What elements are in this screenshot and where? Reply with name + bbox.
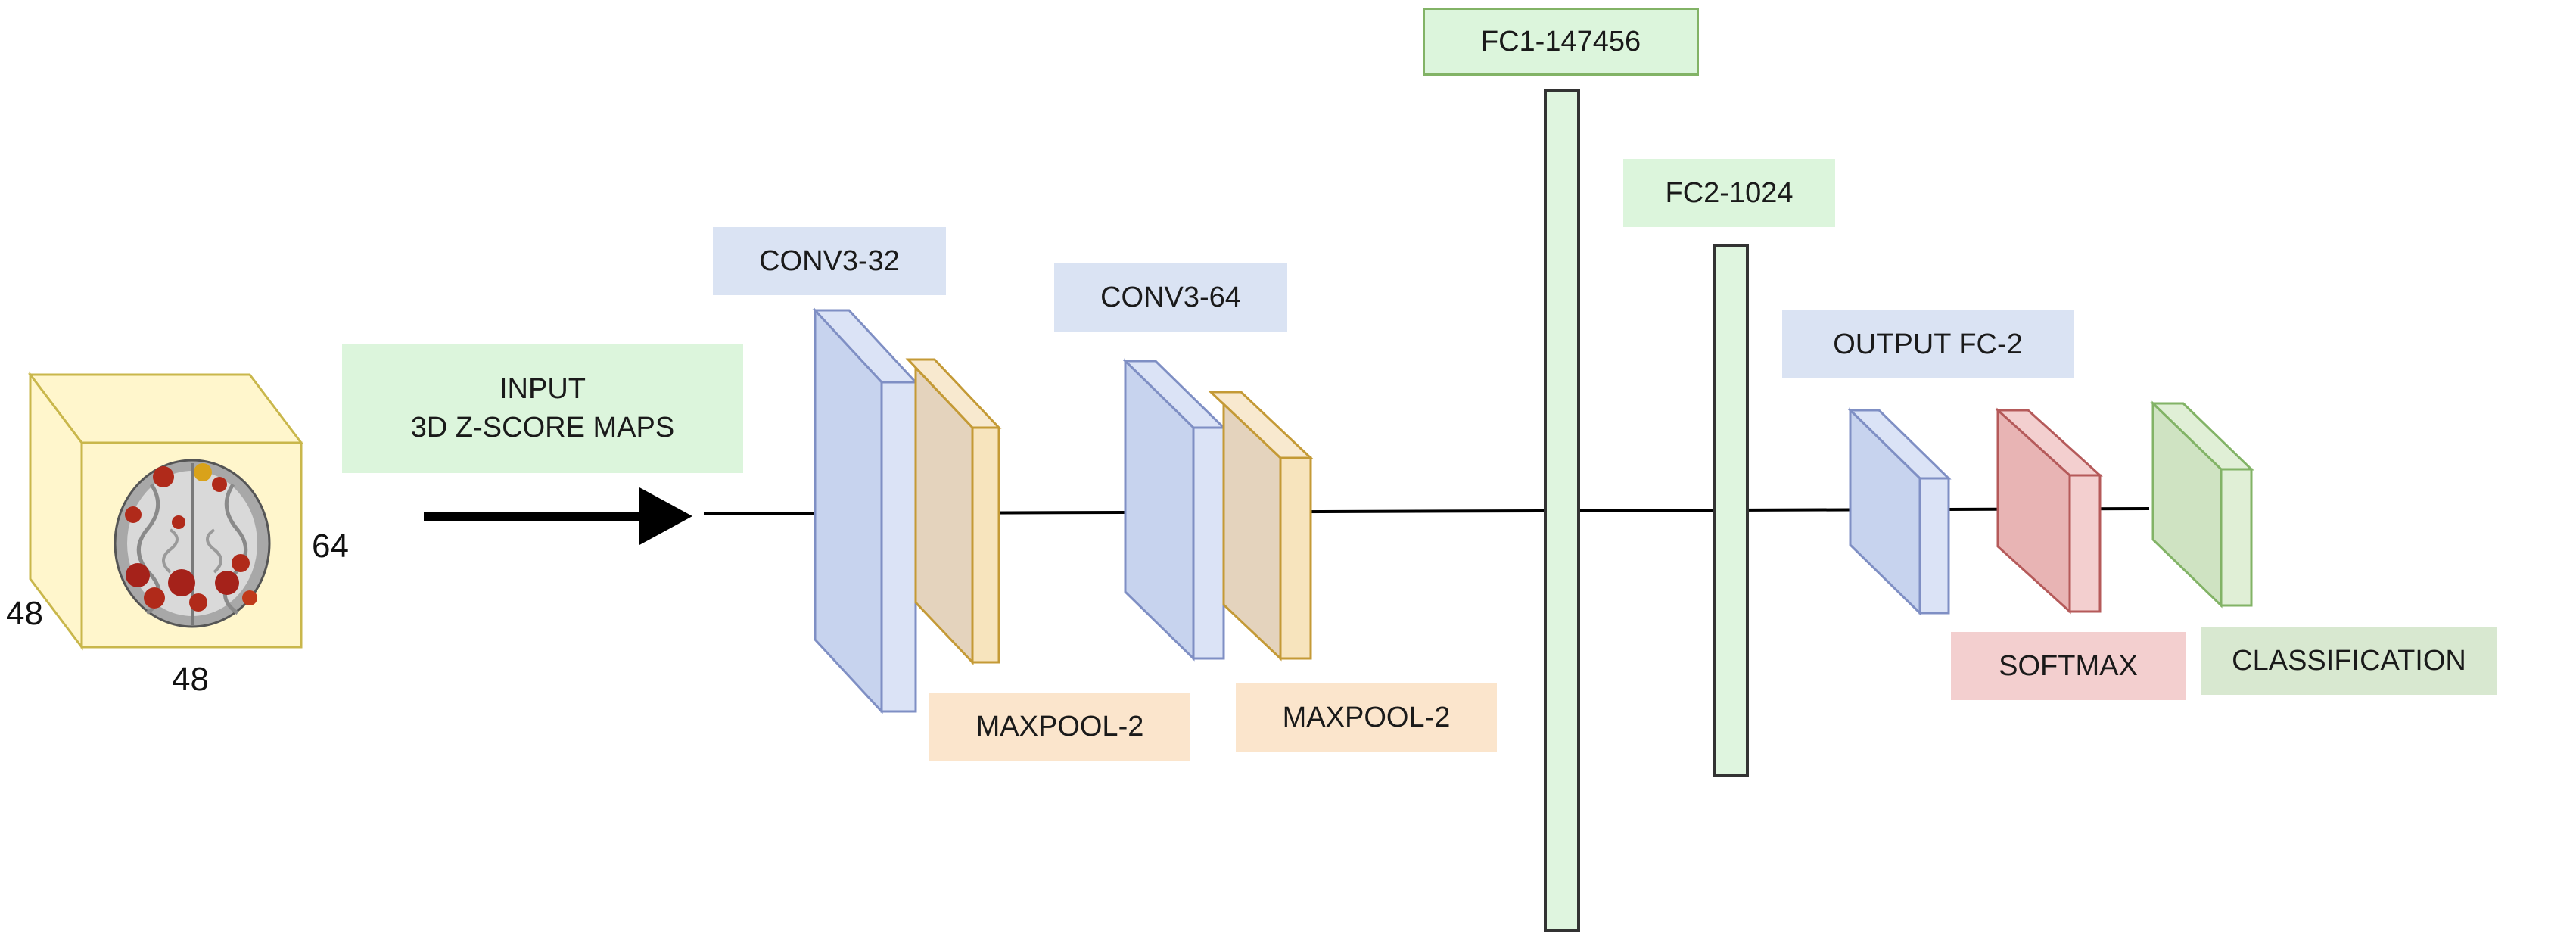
fc1-bar [1544,89,1580,932]
input-volume-cube [27,371,304,651]
conv2-block [1122,358,1227,662]
input-dim-height: 64 [312,528,349,565]
fc2-bar [1713,244,1749,777]
input-label: INPUT 3D Z-SCORE MAPS [342,344,743,473]
pool2-block [1208,391,1314,662]
output-fc-label: OUTPUT FC-2 [1782,310,2074,378]
input-dim-width: 48 [172,661,209,698]
softmax-label: SOFTMAX [1951,632,2186,700]
classification-label: CLASSIFICATION [2201,627,2497,695]
conv2-label: CONV3-64 [1054,263,1287,332]
input-label-line1: INPUT [499,372,586,405]
fc2-label: FC2-1024 [1623,159,1835,227]
pool1-label: MAXPOOL-2 [929,693,1190,761]
softmax-block [1995,407,2103,615]
conv1-label: CONV3-32 [713,227,946,295]
input-label-line2: 3D Z-SCORE MAPS [410,412,675,444]
classification-block [2150,400,2254,609]
fc1-label: FC1-147456 [1423,8,1699,76]
input-dim-depth: 48 [6,595,43,632]
conv1-block [812,307,919,714]
pool2-label: MAXPOOL-2 [1236,683,1497,752]
brain-zscore-map-icon [114,459,271,628]
output-fc-block [1847,407,1952,616]
input-arrow [424,487,692,545]
pool1-block [905,358,1002,665]
